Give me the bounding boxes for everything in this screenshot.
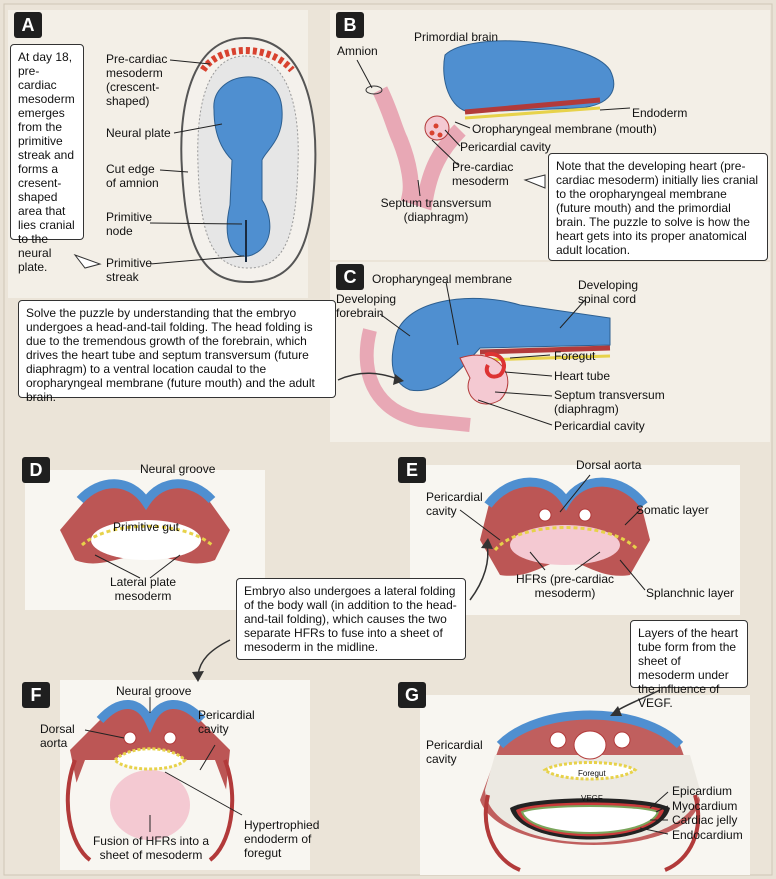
label-primordial-brain: Primordial brain [414, 30, 499, 44]
note-vegf: Layers of the heart tube form from the s… [630, 620, 748, 710]
neural-plate-a [213, 76, 283, 257]
note-lateral: Embryo also undergoes a lateral folding … [236, 578, 466, 660]
label-foregut-g: Foregut [578, 769, 606, 778]
leaders-b [356, 59, 631, 197]
label-oropharyngeal-membrane-b: Oropharyngeal membrane (mouth) [472, 122, 657, 136]
label-pericardial-cavity-f: Pericardial cavity [198, 708, 255, 736]
panel-letter-f: F [22, 682, 50, 708]
label-dorsal-aorta-e: Dorsal aorta [576, 458, 642, 472]
cross-section-d [60, 479, 230, 564]
leaders-e [459, 474, 646, 591]
label-cut-edge-amnion: Cut edge of amnion [106, 162, 159, 190]
panel-letter-c: C [336, 264, 364, 290]
label-neural-groove-f: Neural groove [116, 684, 192, 698]
label-amnion: Amnion [337, 44, 378, 58]
label-lateral-plate-mesoderm: Lateral plate mesoderm [109, 575, 177, 603]
label-heart-tube: Heart tube [554, 369, 611, 383]
embryo-section-b [365, 40, 615, 211]
panel-letter-a: A [14, 12, 42, 38]
cross-section-f [65, 700, 235, 862]
label-neural-groove-d: Neural groove [140, 462, 216, 476]
label-pericardial-cavity-g: Pericardial cavity [426, 738, 483, 766]
label-septum-transversum-c: Septum transversum (diaphragm) [554, 388, 665, 416]
label-myocardium: Myocardium [672, 799, 738, 813]
label-epicardium: Epicardium [672, 784, 733, 798]
label-primitive-node: Primitive node [106, 210, 153, 238]
precardiac-crescent-a [200, 47, 295, 73]
leaders-d [94, 554, 181, 579]
embryo-disc-a [180, 36, 317, 284]
note-heart-cranial: Note that the developing heart (pre-card… [548, 153, 768, 261]
label-hypertrophied-endoderm: Hypertrophied endoderm of foregut [244, 818, 320, 860]
note-arrow-a [73, 253, 102, 269]
label-septum-transversum-b: Septum transversum (diaphragm) [380, 196, 492, 224]
panel-letter-b: B [336, 12, 364, 38]
label-developing-forebrain: Developing forebrain [336, 292, 397, 320]
leaders-g [639, 791, 669, 835]
label-endoderm: Endoderm [632, 106, 688, 120]
label-primitive-streak: Primitive streak [106, 256, 153, 284]
label-pericardial-cavity-b: Pericardial cavity [460, 140, 551, 154]
label-splanchnic-layer: Splanchnic layer [646, 586, 735, 600]
leaders-c [379, 281, 586, 426]
note-arrow-c [393, 374, 404, 385]
label-endocardium: Endocardium [672, 828, 743, 842]
note-day18: At day 18, pre-cardiac mesoderm emerges … [10, 44, 84, 274]
panel-letter-g: G [398, 682, 426, 708]
cross-section-e [480, 477, 650, 576]
note-arrow-b [523, 174, 546, 189]
label-oropharyngeal-membrane-c: Oropharyngeal membrane [372, 272, 513, 286]
leaders-a [149, 59, 245, 265]
label-vegf: VEGF [581, 794, 603, 803]
label-hfrs: HFRs (pre-cardiac mesoderm) [515, 572, 614, 600]
leaders-f [84, 697, 243, 832]
label-pericardial-cavity-e: Pericardial cavity [426, 490, 483, 518]
label-foregut-c: Foregut [554, 349, 596, 363]
label-somatic-layer: Somatic layer [636, 503, 709, 517]
label-precardiac-mesoderm-a: Pre-cardiac mesoderm (crescent-shaped) [106, 52, 168, 108]
embryo-section-c [359, 297, 611, 432]
label-dorsal-aorta-f: Dorsal aorta [40, 722, 75, 750]
label-pericardial-cavity-c: Pericardial cavity [554, 419, 645, 433]
panel-letter-d: D [22, 457, 50, 483]
label-developing-spinal-cord: Developing spinal cord [578, 278, 639, 306]
label-cardiac-jelly: Cardiac jelly [672, 813, 738, 827]
label-primitive-gut: Primitive gut [112, 520, 180, 534]
note-folding: Solve the puzzle by understanding that t… [18, 300, 336, 404]
cross-section-g [480, 710, 701, 872]
label-fusion-of-hfrs: Fusion of HFRs into a sheet of mesoderm [92, 834, 210, 862]
label-precardiac-mesoderm-b: Pre-cardiac mesoderm [452, 160, 514, 188]
panel-letter-e: E [398, 457, 426, 483]
label-neural-plate: Neural plate [106, 126, 171, 140]
